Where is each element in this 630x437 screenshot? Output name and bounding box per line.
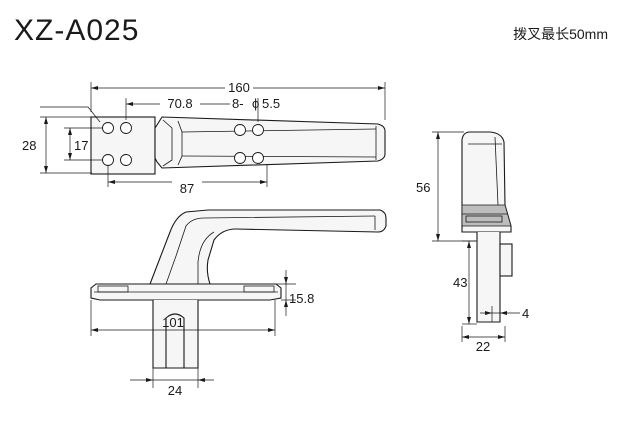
- dim-101: 101: [162, 315, 184, 330]
- mounting-hole: [252, 152, 264, 164]
- dim-87: 87: [180, 181, 194, 196]
- model-title: XZ-A025: [14, 14, 140, 47]
- side-view-spindle: [476, 232, 501, 323]
- mounting-hole: [252, 124, 264, 136]
- front-view-lever: [149, 209, 387, 285]
- dim-43: 43: [453, 275, 467, 290]
- front-view-spindle: [152, 300, 199, 369]
- side-view: 56 43 4 22: [416, 131, 529, 354]
- dim-56: 56: [416, 180, 430, 195]
- top-view-lever-line: [181, 128, 377, 133]
- dim-15-8: 15.8: [289, 291, 314, 306]
- fork-length-note: 拨叉最长50mm: [513, 26, 608, 42]
- top-view-lever-edge: [162, 119, 173, 167]
- dim-4: 4: [522, 306, 529, 321]
- dim-hole-diameter: 5.5: [262, 96, 280, 111]
- top-view-handle-lever: [154, 116, 386, 169]
- dim-hole-count: 8-: [232, 96, 244, 111]
- mounting-hole: [102, 122, 114, 134]
- mounting-hole: [234, 124, 246, 136]
- dim-28: 28: [22, 138, 36, 153]
- dim-17: 17: [74, 138, 88, 153]
- front-view: 15.8 101 24: [90, 209, 387, 398]
- dim-24: 24: [168, 383, 182, 398]
- dim-70-8: 70.8: [167, 96, 192, 111]
- side-view-base-section: [461, 204, 512, 227]
- top-view-lever-line: [181, 155, 377, 158]
- phi-symbol: ϕ: [252, 96, 259, 111]
- top-view: 160 70.8 8- ϕ 5.5 28 17 87: [22, 80, 386, 196]
- mounting-hole: [120, 154, 132, 166]
- mounting-hole: [120, 122, 132, 134]
- mounting-hole: [102, 154, 114, 166]
- mounting-hole: [234, 152, 246, 164]
- leader-line: [40, 106, 101, 123]
- dim-22: 22: [476, 339, 490, 354]
- top-view-lever-edge: [177, 120, 183, 166]
- dim-160: 160: [228, 80, 250, 95]
